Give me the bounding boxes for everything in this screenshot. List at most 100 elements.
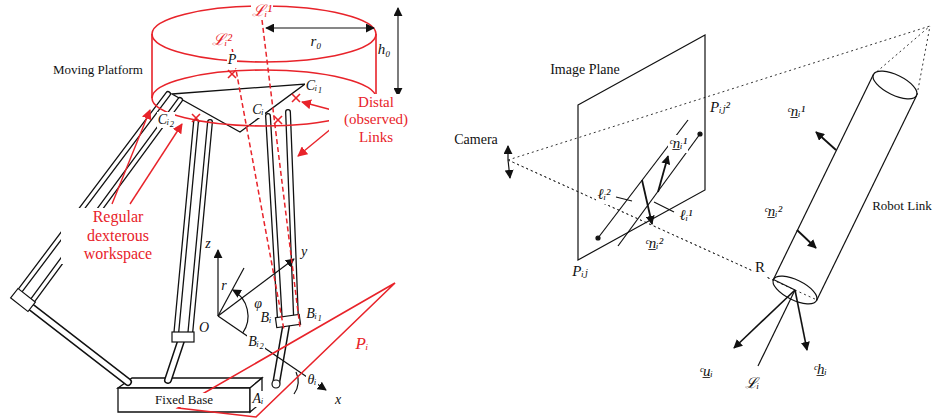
robot-links (30, 100, 180, 304)
dimension-arrows (266, 27, 374, 28)
projection-rays (508, 160, 817, 300)
figure-label: ℓᵢ¹ (678, 207, 693, 224)
figure-label: Distal (observed) Links (329, 94, 423, 146)
figure-label: Cᵢ₁ (305, 78, 323, 94)
coordinate-axes (218, 268, 244, 316)
point-marks (228, 70, 236, 78)
figure-label: ᶜn̲ᵢ¹ (668, 135, 688, 152)
image-plane (654, 202, 674, 212)
workspace-cylinder (151, 34, 153, 98)
observed-lines (232, 20, 300, 330)
image-plane (642, 180, 652, 224)
projection-rays (508, 26, 930, 160)
projection-rays (508, 26, 930, 300)
robot-link-cylinder (734, 290, 795, 348)
point-marks (274, 116, 282, 124)
camera-frame (507, 146, 508, 160)
coordinate-axes (217, 250, 218, 316)
callout-arrows (112, 110, 150, 204)
observed-lines (262, 20, 300, 328)
point-marks (192, 114, 200, 122)
figure-label: O (198, 320, 210, 336)
robot-links (276, 326, 286, 384)
dimension-arrows (266, 8, 398, 96)
image-plane (596, 236, 600, 240)
robot-link-cylinder (816, 132, 836, 150)
joint-hinges (172, 332, 194, 342)
figure-label: r (220, 278, 227, 294)
figure-label: Aᵢ (252, 391, 265, 407)
figure-label: Pᵢⱼ (571, 263, 589, 280)
image-plane (616, 197, 632, 201)
figure-label: r₀ (309, 33, 322, 50)
figure-label: x (334, 392, 342, 408)
image-plane (618, 134, 700, 246)
figure-label: ᶜn̲ᵢ² (644, 235, 664, 252)
robot-links (22, 300, 128, 382)
figure-label: Fixed Base (154, 393, 214, 408)
robot-links (16, 94, 296, 384)
point-marks (192, 70, 300, 124)
robot-link-cylinder (869, 65, 921, 104)
joint-hinges (275, 314, 300, 327)
robot-links (16, 94, 168, 296)
figure-label: z (204, 236, 211, 252)
figure-label: h₀ (377, 41, 392, 58)
figure-label: R (754, 259, 766, 276)
figure-label: Cᵢ₂ (157, 112, 175, 128)
robot-links (168, 338, 182, 380)
figure-label: θᵢ (306, 372, 317, 388)
robot-links (276, 326, 286, 384)
point-marks (192, 114, 200, 122)
coordinate-axes (233, 290, 248, 333)
figure-label: ᶜh̲ᵢ (812, 361, 828, 378)
coordinate-axes (218, 250, 326, 394)
figure-label: Cᵢ (251, 102, 265, 118)
figure-label: ᶜn̲ᵢ¹ (786, 103, 806, 120)
joint-hinges (11, 288, 36, 311)
figure-label: Image Plane (549, 62, 621, 78)
robot-link-cylinder (758, 290, 795, 366)
fixed-base (118, 378, 262, 388)
callout-arrows (302, 102, 332, 110)
camera-frame (508, 160, 510, 178)
point-marks (228, 70, 236, 78)
projection-rays (873, 26, 930, 75)
figure-label: Bᵢ (260, 310, 273, 326)
image-plane (598, 120, 688, 238)
robot-link-cylinder (773, 75, 873, 280)
projection-rays (917, 26, 930, 95)
robot-links (30, 100, 180, 304)
image-plane (658, 156, 668, 192)
robot-links (288, 112, 296, 318)
robot-links (288, 112, 296, 318)
point-marks (292, 94, 300, 102)
robot-link-cylinder (734, 65, 921, 366)
image-plane (698, 132, 702, 136)
joint-hinges (11, 288, 301, 388)
fixed-base (118, 378, 262, 412)
robot-links (168, 338, 182, 380)
figure-label: Moving Platform (52, 63, 144, 78)
robot-links (190, 122, 210, 336)
robot-links (22, 300, 128, 382)
robot-links (268, 116, 280, 322)
figure-label: Camera (453, 132, 499, 148)
robot-links (190, 122, 210, 336)
robot-link-cylinder (795, 290, 807, 350)
robot-links (268, 116, 280, 322)
figure-label: Pᵢⱼ² (709, 99, 731, 116)
figure-label: Bᵢ₂ (247, 334, 265, 350)
figure-label: Robot Link (871, 199, 933, 214)
robot-link-cylinder (797, 230, 816, 248)
figure-label: ᶜu̲ᵢ (698, 363, 714, 380)
figure-label: y (300, 244, 308, 260)
observed-lines (232, 48, 284, 330)
point-marks (292, 94, 300, 102)
figure-label: Pᵢ (354, 334, 369, 354)
camera-frame (508, 146, 510, 178)
dimension-arrows (397, 8, 398, 96)
figure-label: P (227, 52, 238, 68)
figure-label: ℒᵢ¹ (251, 2, 273, 20)
